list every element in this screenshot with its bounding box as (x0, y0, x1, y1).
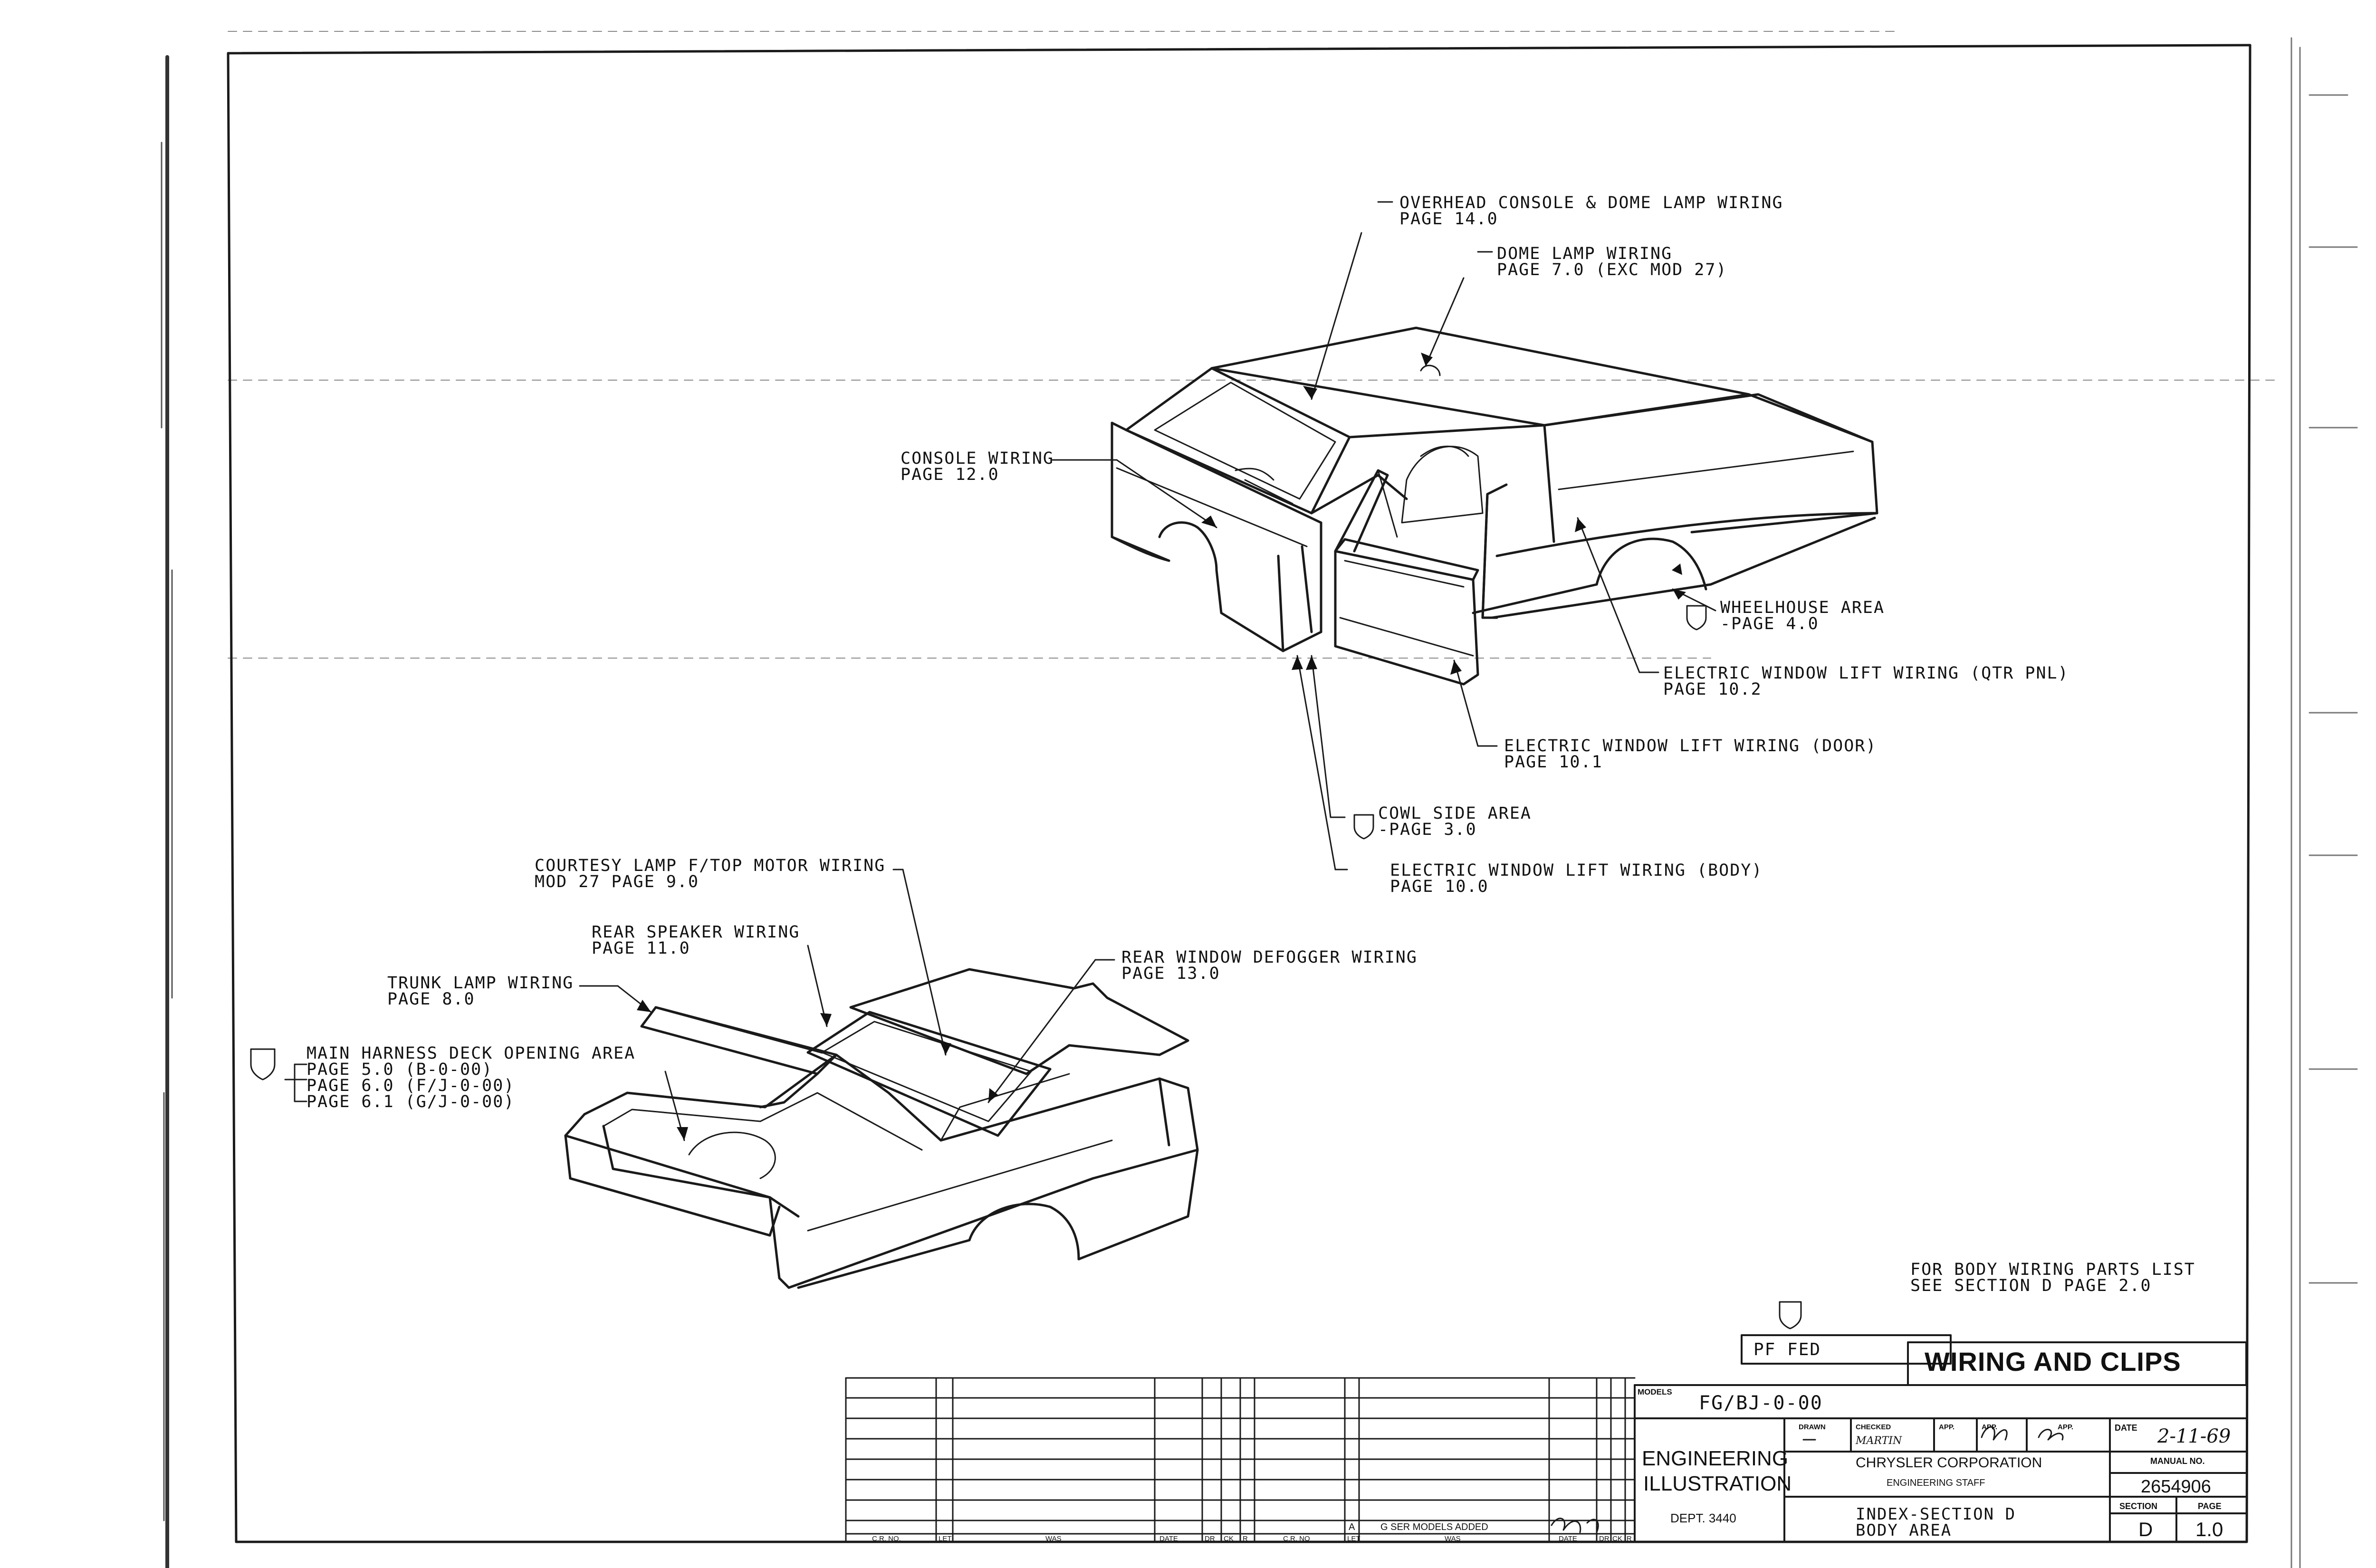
lower-car-body (564, 968, 1199, 1289)
fold-lines (228, 31, 2277, 659)
drawing-description: INDEX-SECTION D BODY AREA (1856, 1505, 2016, 1540)
models-value: FG/BJ-0-00 (1699, 1392, 1823, 1414)
drawing-title: WIRING AND CLIPS (1925, 1347, 2181, 1377)
callout-qtr-pnl: ELECTRIC WINDOW LIFT WIRING (QTR PNL) PA… (1663, 664, 2069, 699)
page-label: PAGE (2198, 1501, 2222, 1511)
rev-header: R (1243, 1535, 1248, 1543)
upper-car-body (1111, 326, 1878, 686)
revision-description: G SER MODELS ADDED (1380, 1522, 1488, 1532)
parts-list-note: FOR BODY WIRING PARTS LIST SEE SECTION D… (1910, 1260, 2195, 1295)
rev-header: DR (1205, 1535, 1215, 1543)
date-label: DATE (2115, 1423, 2137, 1433)
callout-cowl: COWL SIDE AREA -PAGE 3.0 (1378, 804, 1532, 839)
revision-grid (845, 1377, 1636, 1543)
app-label-2: APP. (1982, 1423, 1998, 1431)
arrowheads (637, 353, 1686, 1140)
revision-letter: A (1349, 1522, 1355, 1532)
models-label: MODELS (1638, 1387, 1672, 1396)
rev-header: DR (1599, 1535, 1610, 1543)
rev-header: DATE (1159, 1535, 1178, 1543)
app-label-1: APP. (1939, 1423, 1955, 1431)
rev-header: CK (1612, 1535, 1622, 1543)
callout-wheelhouse: WHEELHOUSE AREA -PAGE 4.0 (1720, 598, 1885, 633)
rev-header: LET (939, 1535, 952, 1543)
callout-main-harness: MAIN HARNESS DECK OPENING AREA PAGE 5.0 … (307, 1044, 636, 1111)
manual-label: MANUAL NO. (2150, 1456, 2205, 1466)
leader-lines (284, 201, 1716, 1141)
signature-marks (1551, 1426, 2064, 1533)
pf-fed-label: PF FED (1753, 1340, 1821, 1359)
rev-header: R (1627, 1535, 1632, 1543)
checked-name: MARTIN (1856, 1435, 1902, 1447)
scan-edge-left (161, 55, 173, 1568)
callout-door: ELECTRIC WINDOW LIFT WIRING (DOOR) PAGE … (1504, 736, 1877, 772)
date-value: 2-11-69 (2157, 1425, 2231, 1447)
manual-number: 2654906 (2141, 1477, 2211, 1497)
engineering-staff: ENGINEERING STAFF (1887, 1478, 1985, 1488)
shield-symbols (250, 364, 1802, 1329)
drawn-label: DRAWN (1799, 1423, 1826, 1431)
rev-header: DATE (1559, 1535, 1577, 1543)
scan-edge-right (2290, 37, 2358, 1568)
section-value: D (2138, 1518, 2153, 1540)
company-name: CHRYSLER CORPORATION (1856, 1455, 2042, 1471)
app-label-3: APP. (2058, 1423, 2074, 1431)
callout-overhead-console: OVERHEAD CONSOLE & DOME LAMP WIRING PAGE… (1399, 193, 1783, 229)
callout-dome-lamp: DOME LAMP WIRING PAGE 7.0 (EXC MOD 27) (1497, 244, 1727, 279)
rev-header: C.R. NO (1283, 1535, 1310, 1543)
rev-header: LET (1347, 1535, 1360, 1543)
dept-line-2: ILLUSTRATION (1643, 1472, 1792, 1495)
title-block-lines (1634, 1334, 2247, 1543)
rev-header: WAS (1445, 1535, 1461, 1543)
callout-body: ELECTRIC WINDOW LIFT WIRING (BODY) PAGE … (1390, 861, 1763, 896)
rev-header: C.R. NO. (872, 1535, 901, 1543)
section-label: SECTION (2119, 1501, 2158, 1511)
callout-trunk: TRUNK LAMP WIRING PAGE 8.0 (387, 974, 574, 1009)
dept-line-1: ENGINEERING (1642, 1447, 1789, 1470)
checked-label: CHECKED (1856, 1423, 1891, 1431)
page-value: 1.0 (2195, 1518, 2223, 1540)
callout-courtesy: COURTESY LAMP F/TOP MOTOR WIRING MOD 27 … (535, 856, 886, 891)
callout-rear-speaker: REAR SPEAKER WIRING PAGE 11.0 (592, 923, 800, 958)
rev-header: WAS (1045, 1535, 1062, 1543)
rev-header: CK (1224, 1535, 1234, 1543)
dept-number: DEPT. 3440 (1670, 1511, 1736, 1525)
callout-console: CONSOLE WIRING PAGE 12.0 (901, 449, 1054, 484)
callout-defogger: REAR WINDOW DEFOGGER WIRING PAGE 13.0 (1121, 948, 1418, 983)
